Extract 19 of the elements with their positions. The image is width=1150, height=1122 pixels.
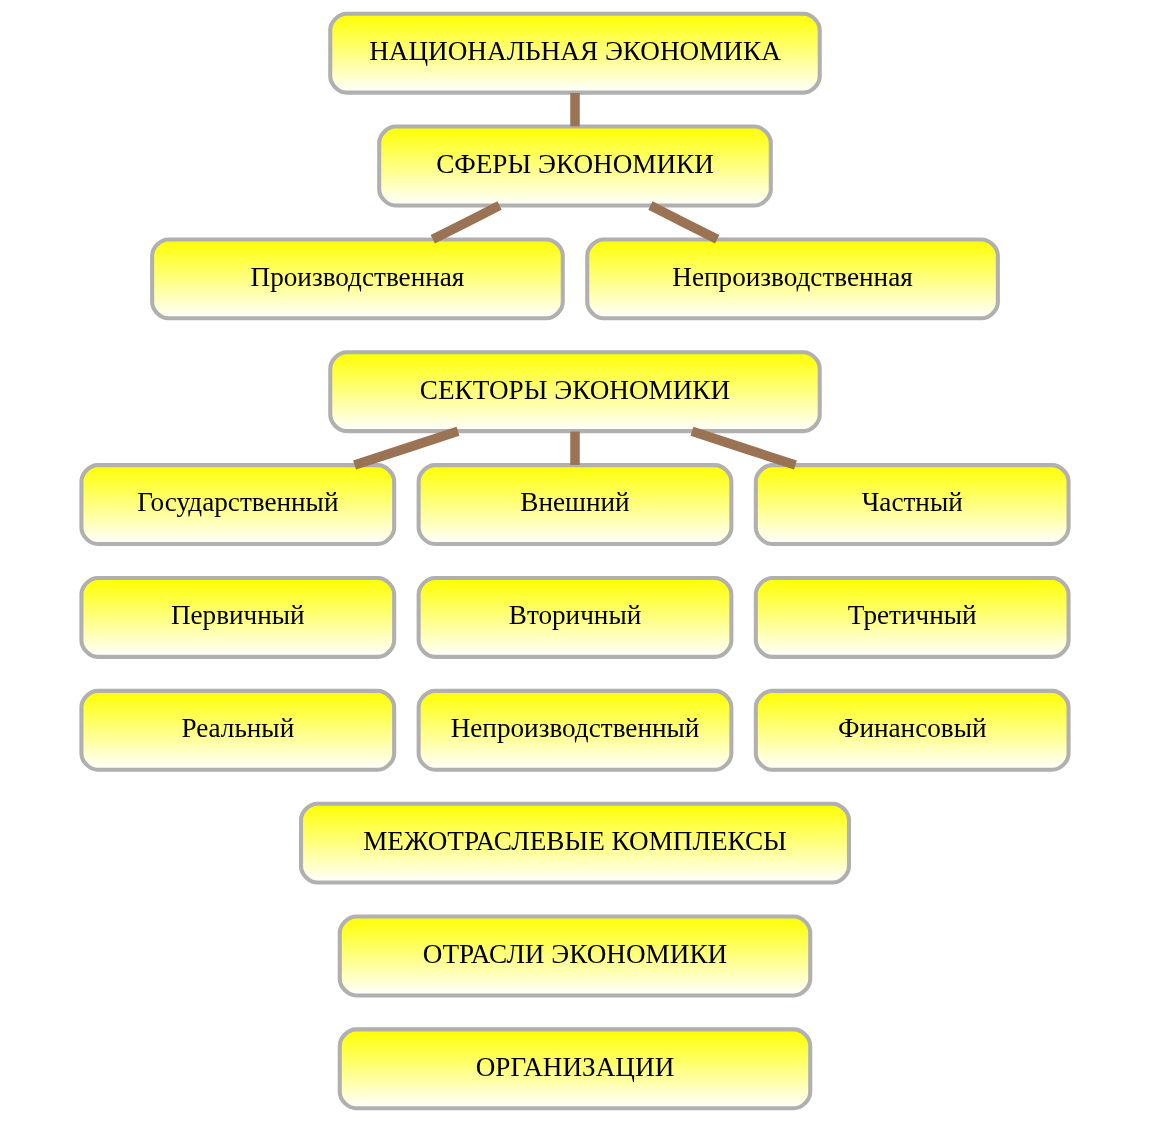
node-box: Частный [753, 463, 1071, 547]
node-box: Непроизводственный [416, 688, 734, 772]
node-box: ОРГАНИЗАЦИИ [337, 1027, 813, 1111]
node-box: ОТРАСЛИ ЭКОНОМИКИ [337, 914, 813, 998]
connector [570, 431, 580, 465]
node-box: НАЦИОНАЛЬНАЯ ЭКОНОМИКА [328, 11, 822, 95]
node-box: Вторичный [416, 575, 734, 659]
node-box: Финансовый [753, 688, 1071, 772]
node-box: Первичный [79, 575, 397, 659]
node-box: Государственный [79, 463, 397, 547]
node-box: Непроизводственная [585, 237, 1000, 321]
node-box: МЕЖОТРАСЛЕВЫЕ КОМПЛЕКСЫ [299, 801, 851, 885]
node-box: Реальный [79, 688, 397, 772]
node-box: СЕКТОРЫ ЭКОНОМИКИ [328, 350, 822, 434]
node-box: Производственная [150, 237, 565, 321]
node-box: Третичный [753, 575, 1071, 659]
node-box: СФЕРЫ ЭКОНОМИКИ [377, 124, 773, 208]
connector [570, 93, 580, 127]
node-box: Внешний [416, 463, 734, 547]
